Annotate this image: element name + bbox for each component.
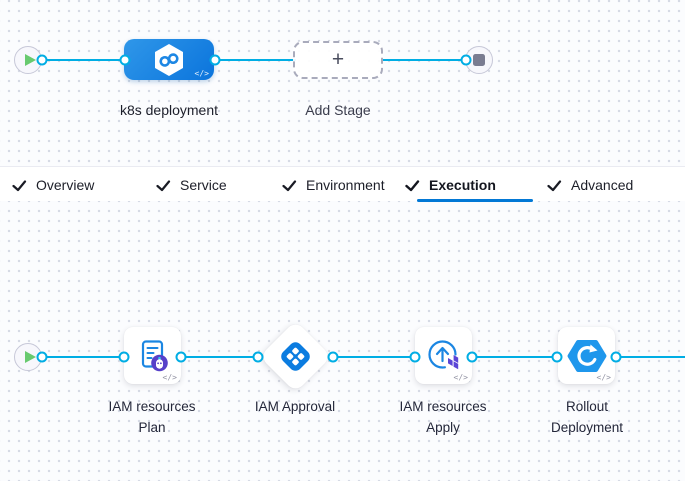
stage-edge: [214, 59, 296, 61]
tab-overview[interactable]: Overview: [12, 175, 94, 195]
stage-edge: [381, 59, 466, 61]
terraform-plan-icon: [141, 339, 168, 371]
step-edge: [471, 356, 558, 358]
step-rollout-deployment[interactable]: </>: [558, 327, 615, 384]
edge-connector: [118, 351, 130, 363]
edge-connector: [409, 351, 421, 363]
harness-approval-icon: [281, 342, 310, 371]
tab-label: Environment: [306, 177, 385, 193]
deployment-stage-icon: [155, 43, 183, 76]
active-tab-underline: [417, 199, 533, 202]
step-edge: [615, 356, 685, 358]
edge-connector: [460, 54, 472, 66]
step-edge: [181, 356, 258, 358]
add-stage-button[interactable]: +: [293, 41, 383, 79]
stage-config-tabbar: Overview Service Environment Execution A…: [0, 166, 685, 202]
stage-edge: [42, 59, 127, 61]
edge-connector: [119, 54, 131, 66]
code-chip-icon: </>: [453, 373, 468, 382]
tab-environment[interactable]: Environment: [282, 175, 385, 195]
play-icon: [24, 351, 36, 363]
edge-connector: [551, 351, 563, 363]
step-edge: [332, 356, 416, 358]
tab-label: Service: [180, 177, 227, 193]
stop-icon: [473, 54, 485, 66]
step-label-rollout-deployment: Rollout Deployment: [550, 399, 624, 435]
code-chip-icon: </>: [162, 373, 177, 382]
tab-label: Execution: [429, 177, 496, 193]
tab-service[interactable]: Service: [156, 175, 227, 195]
step-terraform-plan[interactable]: </>: [124, 327, 181, 384]
terraform-apply-icon: [427, 339, 458, 369]
tab-label: Overview: [36, 177, 95, 193]
step-label-iam-approval: IAM Approval: [254, 399, 336, 414]
edge-connector: [327, 351, 339, 363]
check-icon: [156, 179, 171, 191]
step-label-terraform-plan: IAM resources Plan: [108, 399, 196, 435]
step-edge: [42, 356, 124, 358]
check-icon: [282, 179, 297, 191]
edge-connector: [466, 351, 478, 363]
code-chip-icon: </>: [596, 373, 611, 382]
k8s-rollout-icon: [567, 339, 606, 372]
stage-node-k8s-deployment[interactable]: </>: [124, 39, 214, 80]
terraform-logo: [447, 354, 458, 369]
play-icon: [24, 54, 36, 66]
edge-connector: [252, 351, 264, 363]
tab-advanced[interactable]: Advanced: [547, 175, 633, 195]
edge-connector: [36, 351, 48, 363]
code-chip-icon: </>: [194, 69, 209, 78]
check-icon: [405, 179, 420, 191]
add-stage-label: Add Stage: [305, 102, 371, 118]
pipeline-end-node[interactable]: [465, 46, 493, 74]
edge-connector: [36, 54, 48, 66]
plus-icon: +: [331, 48, 345, 71]
edge-connector: [209, 54, 221, 66]
check-icon: [12, 179, 27, 191]
edge-connector: [610, 351, 622, 363]
step-label-terraform-apply: IAM resources Apply: [399, 399, 487, 435]
check-icon: [547, 179, 562, 191]
step-terraform-apply[interactable]: </>: [415, 327, 472, 384]
tab-label: Advanced: [571, 177, 634, 193]
stage-label: k8s deployment: [119, 102, 219, 118]
tab-execution[interactable]: Execution: [405, 175, 496, 195]
edge-connector: [175, 351, 187, 363]
